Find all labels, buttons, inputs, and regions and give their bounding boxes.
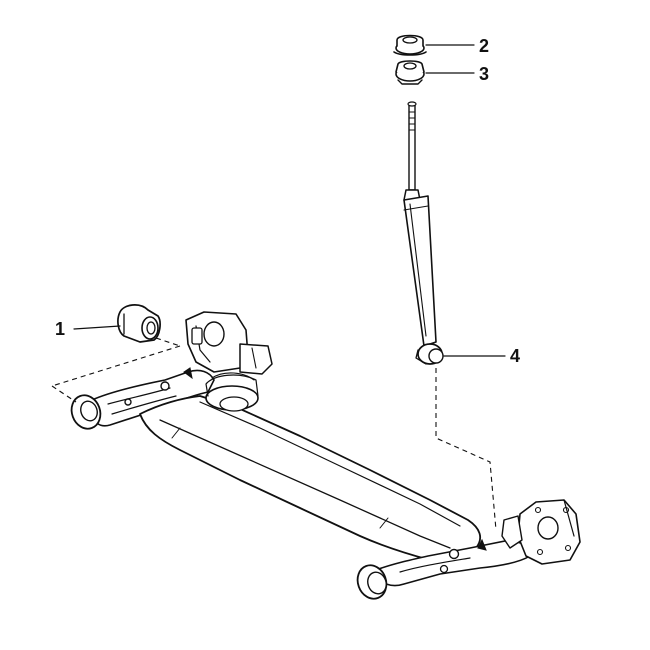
callout-1: 1 bbox=[55, 319, 121, 339]
left-shock-bracket bbox=[183, 311, 273, 412]
leader-line bbox=[73, 325, 121, 330]
axle-bushing bbox=[117, 304, 161, 343]
callout-4: 4 bbox=[443, 346, 520, 366]
rear-axle-beam bbox=[70, 311, 581, 600]
right-trailing-arm bbox=[375, 538, 531, 587]
shock-absorber bbox=[403, 101, 444, 365]
shock-assembly-line bbox=[435, 368, 497, 531]
left-bushing-eye bbox=[70, 394, 102, 430]
callout-number: 4 bbox=[510, 346, 520, 366]
shock-upper-mount bbox=[395, 60, 425, 85]
left-trailing-arm bbox=[91, 369, 215, 427]
callout-number: 1 bbox=[55, 319, 65, 339]
callout-number: 2 bbox=[479, 36, 489, 56]
assembly-lines bbox=[51, 337, 497, 531]
callout-2: 2 bbox=[425, 36, 489, 56]
callout-number: 3 bbox=[479, 64, 489, 84]
callout-3: 3 bbox=[425, 64, 489, 84]
right-bushing-eye bbox=[356, 564, 388, 600]
right-shock-bracket bbox=[501, 499, 581, 565]
shock-upper-nut-cap bbox=[393, 34, 427, 56]
bushing-assembly-line bbox=[51, 337, 181, 403]
main-beam bbox=[139, 395, 482, 561]
